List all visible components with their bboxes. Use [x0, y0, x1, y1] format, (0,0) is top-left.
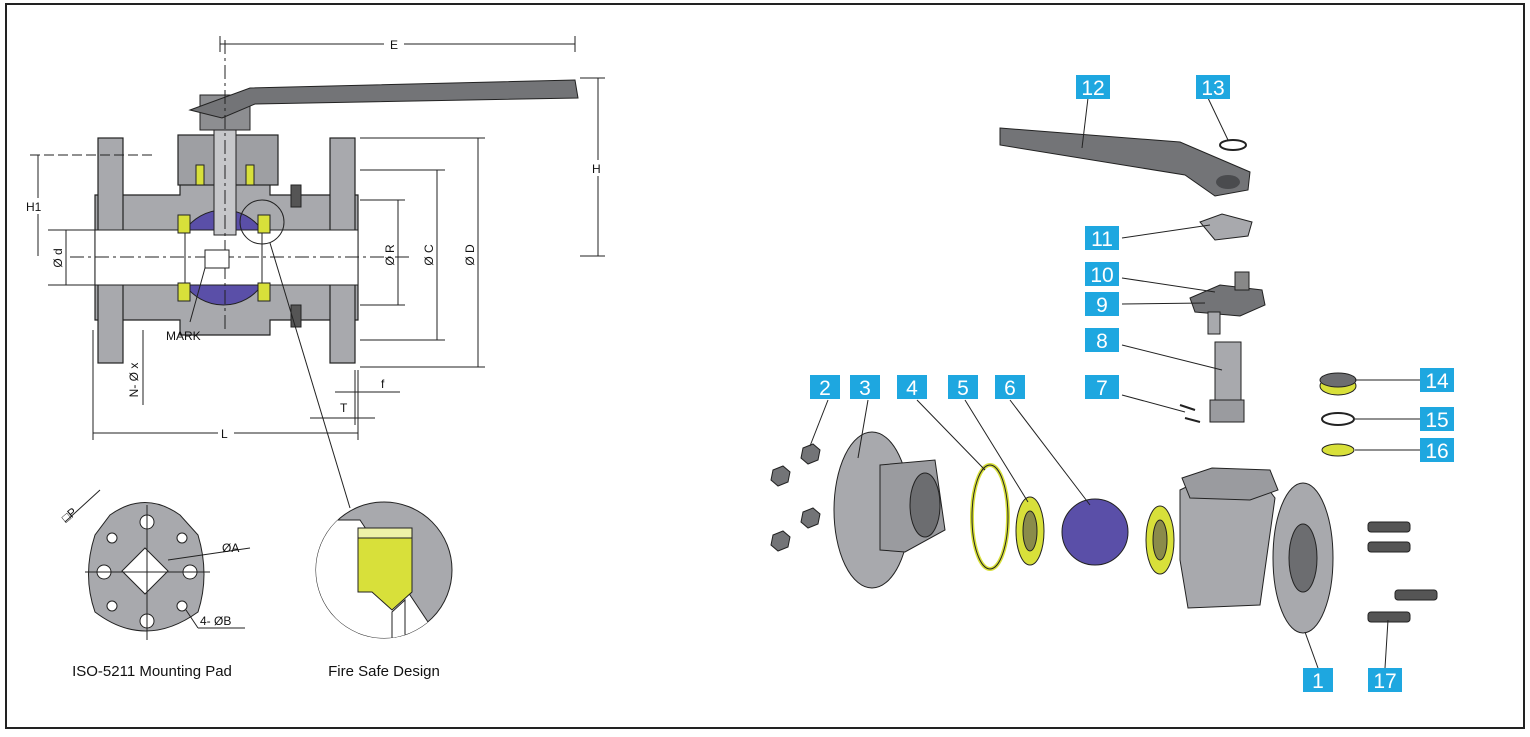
dim-D-label: Ø D [463, 244, 477, 266]
fire-safe-caption: Fire Safe Design [328, 663, 440, 680]
part-o-ring [1321, 412, 1355, 426]
body-bolt-top [290, 184, 302, 208]
badge-4: 4 [897, 375, 927, 400]
svg-text:12: 12 [1081, 77, 1104, 100]
part-washer [1321, 443, 1355, 457]
badge-7: 7 [1085, 375, 1119, 400]
svg-text:10: 10 [1090, 264, 1113, 287]
part-leaders [809, 97, 1420, 669]
dim-h-label: H [592, 162, 601, 176]
svg-text:14: 14 [1425, 370, 1449, 393]
body-bolt-bottom [290, 304, 302, 328]
svg-text:6: 6 [1004, 377, 1016, 400]
mounting-pad-caption: ISO-5211 Mounting Pad [72, 663, 232, 680]
dim-t-label: T [340, 401, 348, 415]
seat-upper-left [177, 214, 191, 234]
svg-text:8: 8 [1096, 330, 1108, 353]
svg-text:2: 2 [819, 377, 831, 400]
mark-label: MARK [166, 329, 201, 343]
part-stop-plate [1199, 213, 1253, 241]
part-stem [1214, 341, 1242, 403]
part-nuts [770, 443, 821, 552]
dim-c-label: Ø C [422, 244, 436, 266]
fire-safe-detail: Fire Safe Design [315, 501, 453, 680]
badge-12: 12 [1076, 75, 1110, 100]
dim-d-label: Ø d [51, 248, 65, 267]
seat-upper-right [257, 214, 271, 234]
dim-l-label: L [221, 427, 228, 441]
badge-16: 16 [1420, 438, 1454, 463]
badge-8: 8 [1085, 328, 1119, 353]
dim-nx-label: N- Ø x [127, 363, 141, 398]
badge-14: 14 [1420, 368, 1454, 393]
part-handle [999, 127, 1251, 197]
svg-text:17: 17 [1373, 670, 1396, 693]
svg-text:3: 3 [859, 377, 871, 400]
svg-text:4: 4 [906, 377, 918, 400]
svg-text:9: 9 [1096, 294, 1108, 317]
badge-11: 11 [1085, 226, 1119, 251]
dim-a-label: ØA [222, 541, 239, 555]
dim-r-label: Ø R [383, 244, 397, 266]
badge-5: 5 [948, 375, 978, 400]
svg-text:15: 15 [1425, 409, 1448, 432]
lever-handle [188, 79, 579, 119]
part-gland-flange [1189, 284, 1266, 317]
svg-text:7: 7 [1096, 377, 1108, 400]
seat-lower-right [257, 282, 271, 302]
dim-b-label: 4- ØB [200, 614, 231, 628]
badge-13: 13 [1196, 75, 1230, 100]
dim-e-label: E [390, 38, 398, 52]
section-view: MARK E H H1 Ø d Ø R Ø C [25, 36, 606, 509]
seat-lower-left [177, 282, 191, 302]
stem-square [121, 547, 169, 595]
svg-text:16: 16 [1425, 440, 1448, 463]
packing-left [195, 164, 205, 186]
part-studs [1367, 521, 1438, 623]
badge-6: 6 [995, 375, 1025, 400]
dim-h1-label: H1 [26, 200, 42, 214]
badge-1: 1 [1303, 668, 1333, 693]
mounting-pad: □P ØA 4- ØB ISO-5211 Mounting Pad [59, 489, 251, 680]
badge-15: 15 [1420, 407, 1454, 432]
mark-square [204, 249, 230, 269]
part-pin [1179, 404, 1196, 411]
mark-leader [189, 267, 206, 323]
badge-2: 2 [810, 375, 840, 400]
svg-text:11: 11 [1091, 228, 1113, 251]
fire-safe-callout-circle [239, 199, 285, 245]
packing-right [245, 164, 255, 186]
exploded-view: 12 13 11 10 9 8 7 2 3 4 5 6 14 15 16 1 1… [770, 75, 1454, 693]
dim-f-label: f [381, 377, 385, 391]
dim-p-label: □P [59, 505, 80, 526]
svg-text:1: 1 [1312, 670, 1324, 693]
border [5, 3, 1525, 729]
part-ball [1061, 498, 1129, 566]
svg-text:5: 5 [957, 377, 969, 400]
badge-3: 3 [850, 375, 880, 400]
svg-text:13: 13 [1201, 77, 1224, 100]
badge-9: 9 [1085, 292, 1119, 317]
fire-safe-leader [269, 242, 351, 509]
badge-17: 17 [1368, 668, 1402, 693]
part-retaining-ring [1219, 139, 1247, 151]
badge-10: 10 [1085, 262, 1119, 287]
